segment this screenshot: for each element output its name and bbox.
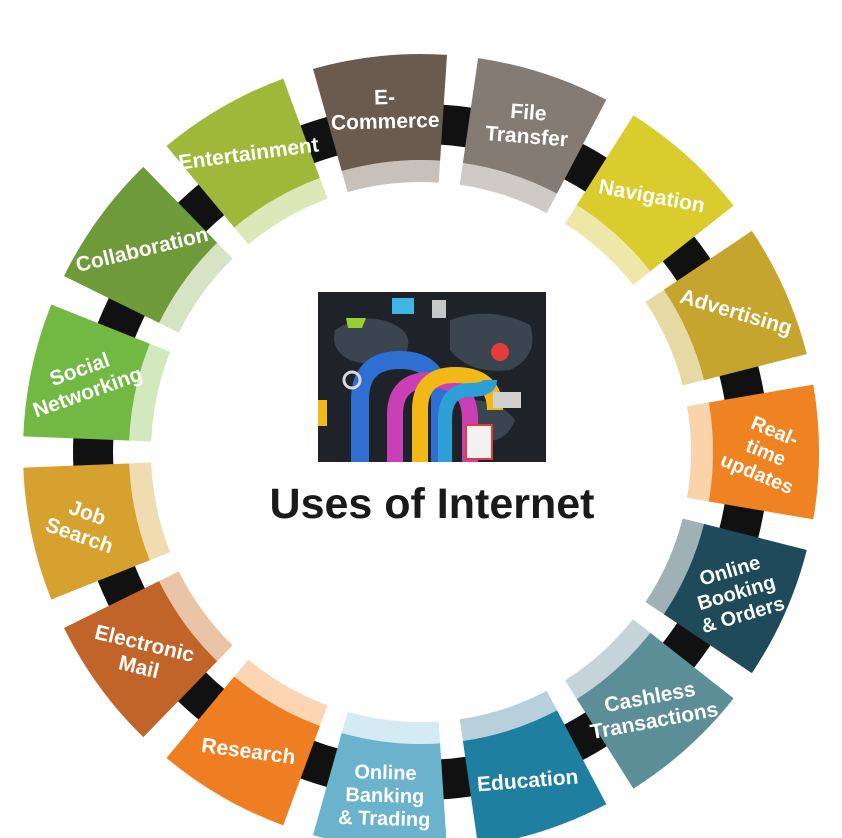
segment-inner-lip [459,163,557,214]
segment-inner-lip [645,518,704,615]
connector-block [437,756,476,800]
segment-education: Education [459,690,607,838]
segment-label-line: & Trading [338,807,431,831]
connector-block [437,104,476,148]
segment-body [708,384,820,520]
segment-job-search: JobSearch [23,462,171,600]
segment-body [313,54,447,171]
segment-inner-lip [341,159,441,193]
segment-inner-lip [234,659,328,726]
cable-arch-yellow [412,366,503,462]
segment-label: FileTransfer [484,98,570,151]
segment-inner-lip [234,178,328,245]
segment-inner-lip [565,619,651,699]
segments-group: SocialNetworkingCollaborationEntertainme… [23,54,820,838]
segment-label-line: E- [374,86,396,110]
segment-inner-lip [687,402,714,502]
segment-inner-lip [159,242,233,333]
segment-inner-lip [645,289,704,386]
segment-label-line: Commerce [331,109,440,135]
center-title: Uses of Internet [270,480,595,528]
segment-collaboration: Collaboration [64,166,233,333]
connector-block [73,433,114,471]
segment-advertising: Advertising [645,230,807,386]
segment-body [576,115,734,272]
segment-body [663,230,807,381]
shopping-bag-icon [465,424,493,460]
segment-online-booking-orders: OnlineBooking& Orders [645,518,807,674]
segment-body [663,523,807,674]
segment-body [576,632,734,789]
segment-body [23,304,150,441]
calculator-icon [432,300,446,318]
segment-label-line: Banking [345,784,424,808]
segment-electronic-mail: ElectronicMail [64,571,233,738]
segment-online-banking-trading: OnlineBanking& Trading [313,711,447,838]
monitor-icon [392,298,414,314]
segment-inner-lip [341,711,441,745]
segment-body [166,676,320,826]
segment-cashless-transactions: CashlessTransactions [565,619,734,789]
segment-file-transfer: FileTransfer [459,58,607,214]
segment-inner-lip [459,690,557,741]
connector-block [174,669,228,723]
magnifier-icon [342,370,362,390]
cart-icon [346,318,366,328]
internet-illustration [318,292,546,462]
segment-body [64,581,218,738]
segment-body [462,710,607,838]
segment-label-line: Online [354,761,417,785]
device-edge-icon [318,400,327,426]
segment-body [23,463,150,600]
segment-navigation: Navigation [565,115,734,285]
segment-body [166,78,320,228]
connector-block [660,233,713,285]
segment-e-commerce: E-Commerce [313,54,447,193]
segment-inner-lip [129,343,171,442]
segment-body [64,166,218,323]
cable-arch-cyan [438,379,497,462]
segment-inner-lip [129,462,171,561]
connector-block [174,181,228,235]
gift-icon [491,343,509,361]
segment-label: E-Commerce [330,85,440,135]
segment-body [313,733,447,838]
segment-real-time-updates: Real-timeupdates [687,384,820,520]
world-map-shape [450,313,533,371]
truck-icon [493,392,521,408]
segment-inner-lip [159,571,233,662]
segment-social-networking: SocialNetworking [23,304,171,442]
segment-body [462,58,607,194]
segment-entertainment: Entertainment [166,78,328,245]
segment-label-line: File [510,100,548,126]
segment-inner-lip [565,205,651,285]
segment-label: OnlineBanking& Trading [338,761,432,831]
segment-research: Research [166,659,328,826]
connector-block [660,619,713,671]
